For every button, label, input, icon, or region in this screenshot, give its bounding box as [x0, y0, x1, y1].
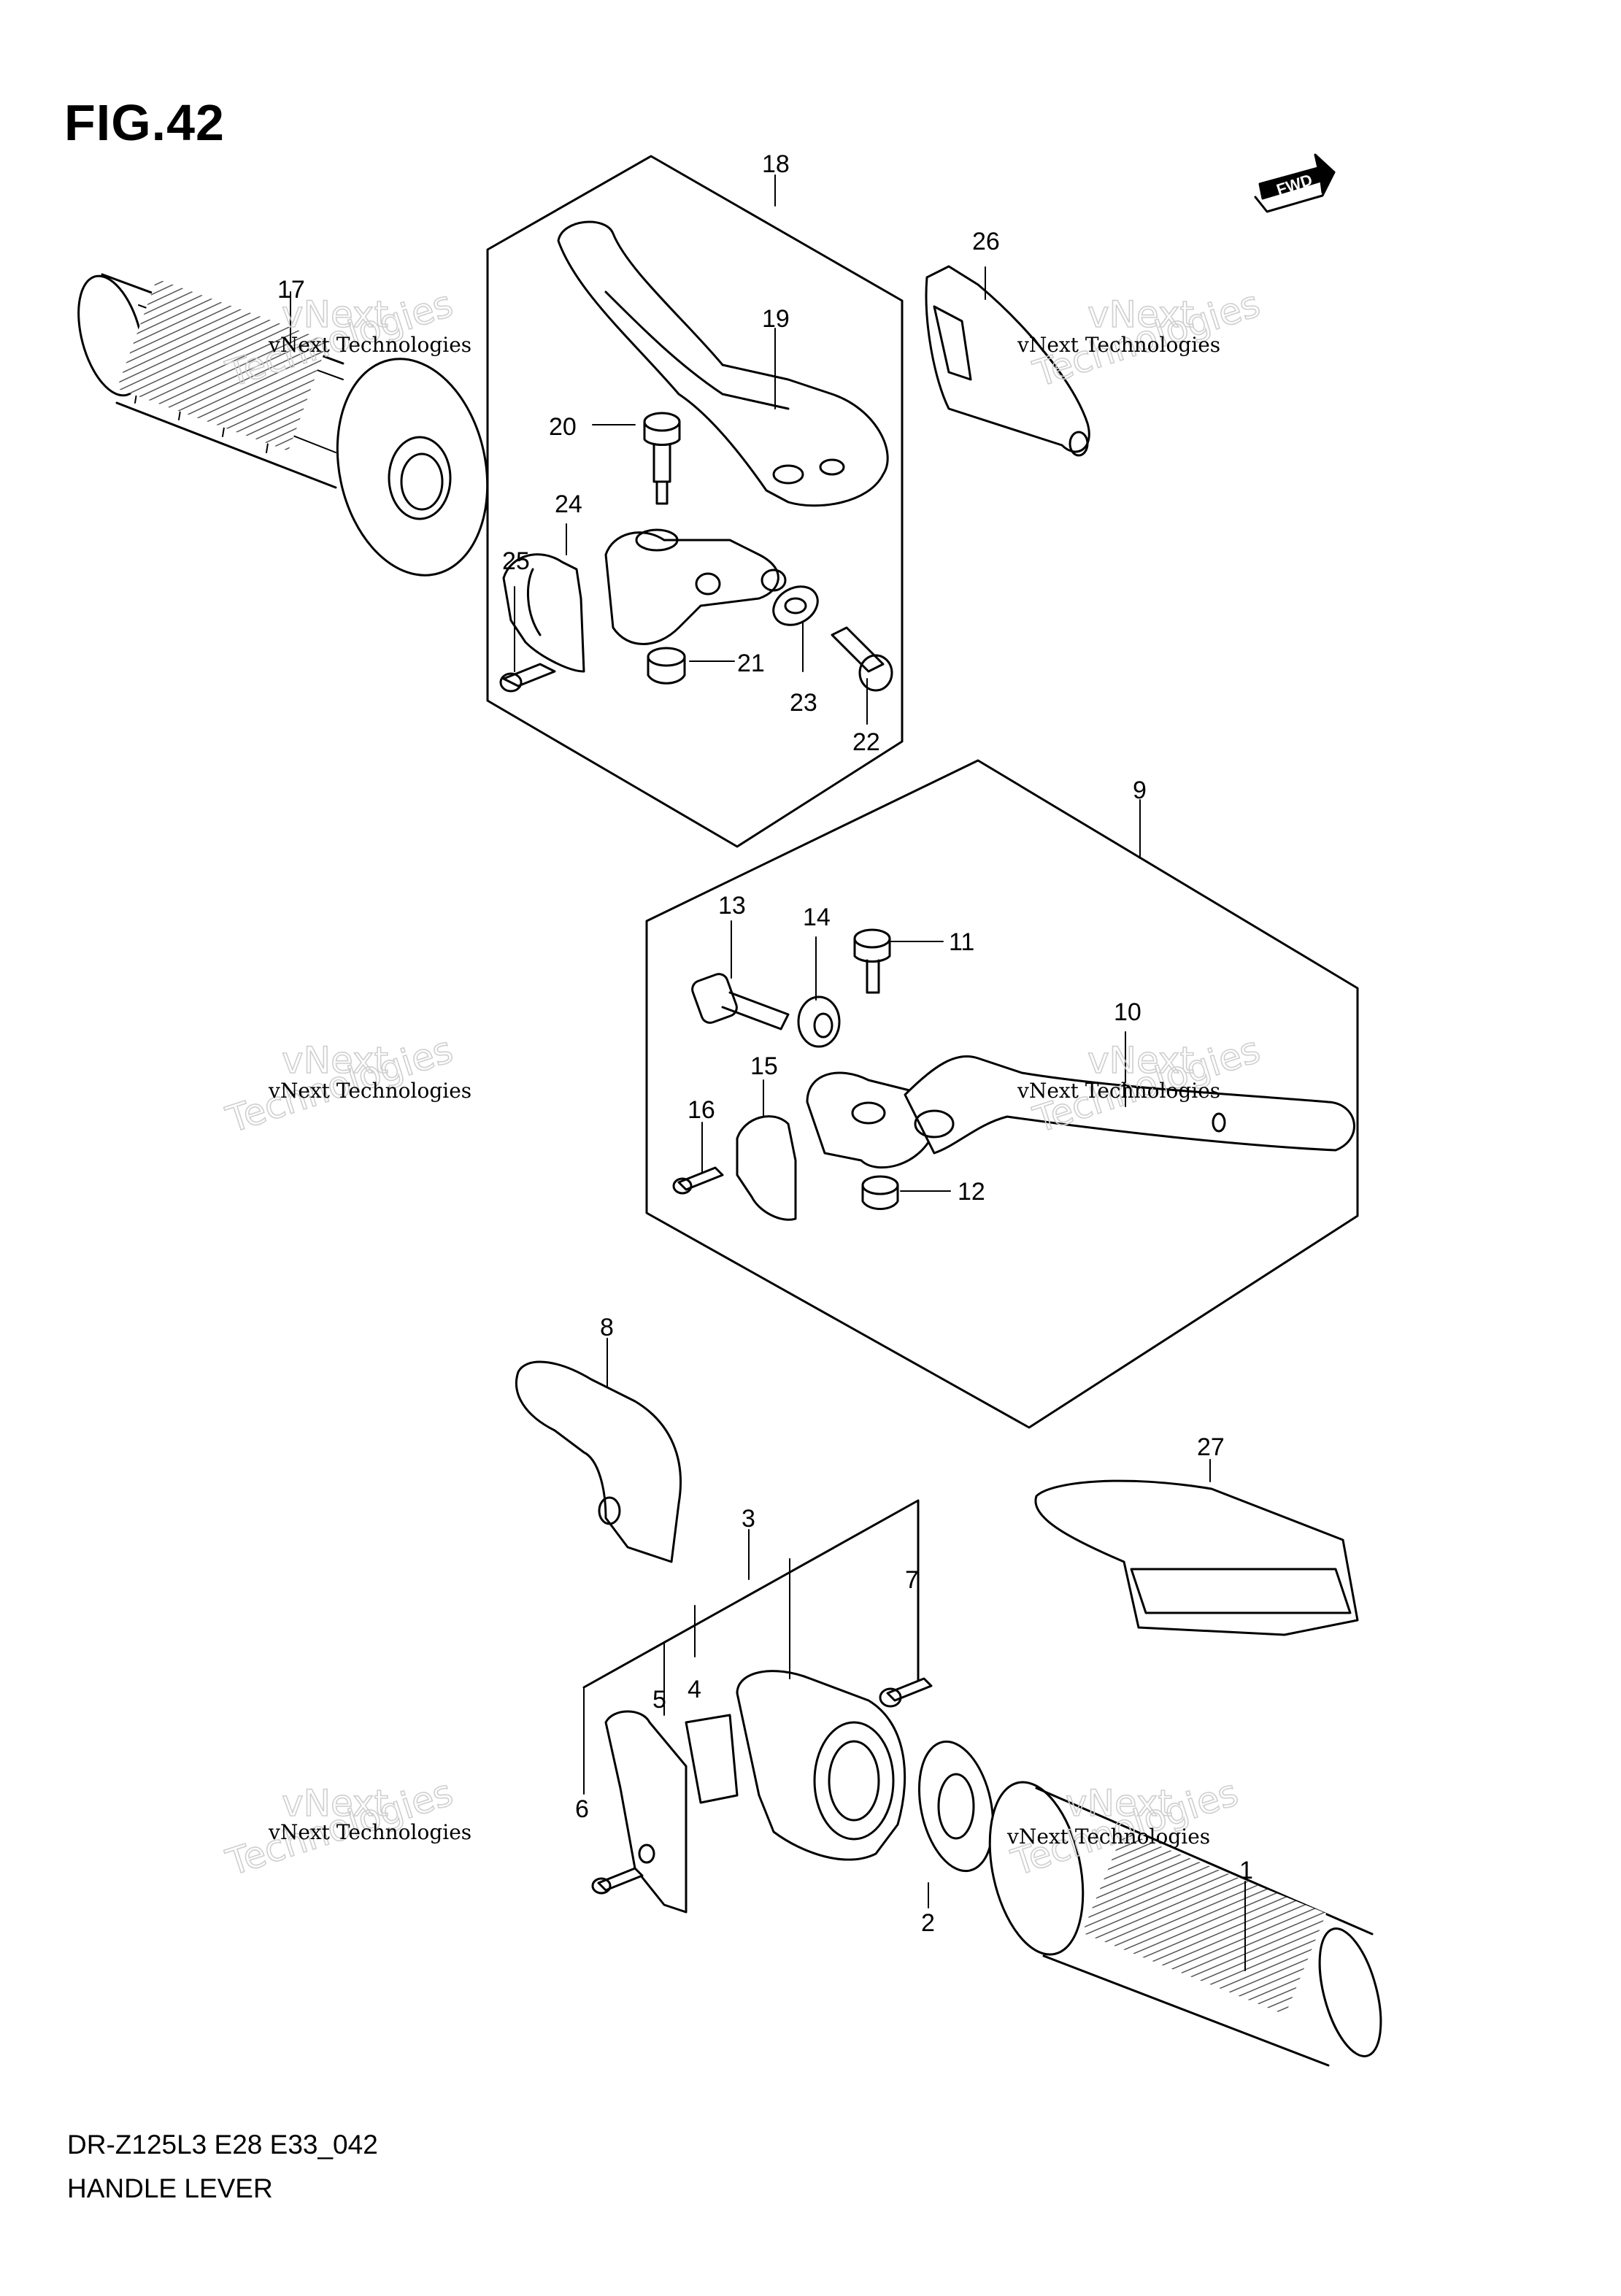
throttle-case-part-3 — [736, 1670, 906, 1861]
callout-14: 14 — [803, 904, 831, 931]
watermark-outline-2a: vNext — [1087, 293, 1194, 336]
callout-11: 11 — [949, 928, 974, 956]
assembly-boundary-9 — [645, 759, 1359, 1429]
right-grip-part-1 — [988, 1781, 1382, 2067]
callout-1: 1 — [1239, 1857, 1253, 1884]
forward-direction-badge — [1254, 153, 1336, 213]
callout-17: 17 — [277, 276, 305, 304]
clutch-lever-part-10 — [904, 1055, 1355, 1155]
grip-texture-17 — [117, 279, 328, 451]
callout-9: 9 — [1133, 777, 1147, 804]
throttle-part-4 — [685, 1714, 739, 1804]
callout-8: 8 — [600, 1314, 614, 1341]
callout-15: 15 — [750, 1052, 778, 1080]
diagram-caption: HANDLE LEVER — [67, 2173, 273, 2203]
lever-cover-part-26 — [925, 265, 1090, 457]
callout-2: 2 — [921, 1909, 935, 1937]
callout-6: 6 — [575, 1795, 589, 1823]
watermark-outline-4a: vNext — [1087, 1039, 1194, 1082]
callout-16: 16 — [688, 1096, 715, 1124]
watermark-outline-6a: vNext — [1066, 1782, 1172, 1825]
bracket-part-15 — [736, 1115, 797, 1221]
bracket-part-24 — [502, 553, 585, 673]
callout-12: 12 — [958, 1178, 985, 1206]
watermark-outline-5a: vNext — [282, 1782, 388, 1825]
screw-part-25 — [499, 663, 556, 693]
callout-18: 18 — [762, 150, 790, 178]
fwd-label: FWD — [1274, 170, 1314, 199]
watermark-group-2: vNext Technologies vNext Technologies — [1017, 282, 1266, 396]
callout-7: 7 — [905, 1566, 919, 1594]
watermark-text-6: vNext Technologies — [1006, 1825, 1210, 1849]
cover-part-8 — [515, 1360, 682, 1563]
watermark-text-4: vNext Technologies — [1017, 1079, 1220, 1103]
callout-13: 13 — [718, 892, 746, 920]
adjuster-part-13 — [691, 973, 790, 1030]
callout-4: 4 — [688, 1676, 701, 1703]
watermark-text-3: vNext Technologies — [268, 1079, 471, 1103]
adjuster-part-22 — [831, 626, 893, 692]
watermark-text-1: vNext Technologies — [268, 333, 471, 357]
grip-texture-1 — [1082, 1831, 1327, 2015]
screw-part-16 — [672, 1166, 724, 1195]
watermark-outline-1a: vNext — [282, 293, 388, 336]
locknut-part-14 — [797, 995, 841, 1048]
figure-label: FIG.42 — [64, 94, 225, 151]
watermark-text-2: vNext Technologies — [1017, 333, 1220, 357]
bracket-part-5 — [604, 1710, 688, 1914]
watermark-group-3: vNext Technologies vNext Technologies — [220, 1028, 471, 1141]
callout-25: 25 — [502, 547, 530, 575]
watermark-group-5: vNext Technologies vNext Technologies — [220, 1771, 471, 1884]
screw-part-6 — [591, 1867, 644, 1895]
callout-22: 22 — [852, 728, 880, 756]
callout-23: 23 — [790, 689, 817, 717]
callout-26: 26 — [972, 228, 1000, 255]
watermark-outline-3a: vNext — [282, 1039, 388, 1082]
bolt-part-11 — [853, 928, 891, 994]
left-grip-part-17 — [77, 273, 489, 577]
callout-5: 5 — [652, 1686, 666, 1714]
leader-lines — [290, 174, 1246, 1971]
throttle-part-2 — [917, 1740, 995, 1873]
watermark-text-5: vNext Technologies — [268, 1820, 471, 1844]
callout-24: 24 — [555, 490, 582, 518]
callout-3: 3 — [742, 1505, 755, 1533]
assembly-boundary-18 — [486, 155, 904, 848]
lever-holder-front — [604, 528, 787, 645]
callout-21: 21 — [737, 650, 765, 677]
model-code: DR-Z125L3 E28 E33_042 — [67, 2130, 378, 2160]
nut-part-21 — [647, 647, 686, 685]
callout-27: 27 — [1197, 1433, 1225, 1461]
screw-part-7 — [879, 1677, 933, 1708]
callout-10: 10 — [1114, 998, 1141, 1026]
washer-part-23 — [772, 585, 819, 626]
bolt-part-20 — [643, 412, 681, 505]
brake-lever-part-19 — [557, 220, 889, 507]
callout-20: 20 — [549, 413, 577, 441]
nut-part-12 — [861, 1175, 899, 1210]
callout-labels: 18 19 26 17 20 24 25 21 23 22 9 13 14 11… — [277, 150, 1253, 1937]
cover-part-27 — [1034, 1479, 1359, 1636]
callout-19: 19 — [762, 305, 790, 333]
